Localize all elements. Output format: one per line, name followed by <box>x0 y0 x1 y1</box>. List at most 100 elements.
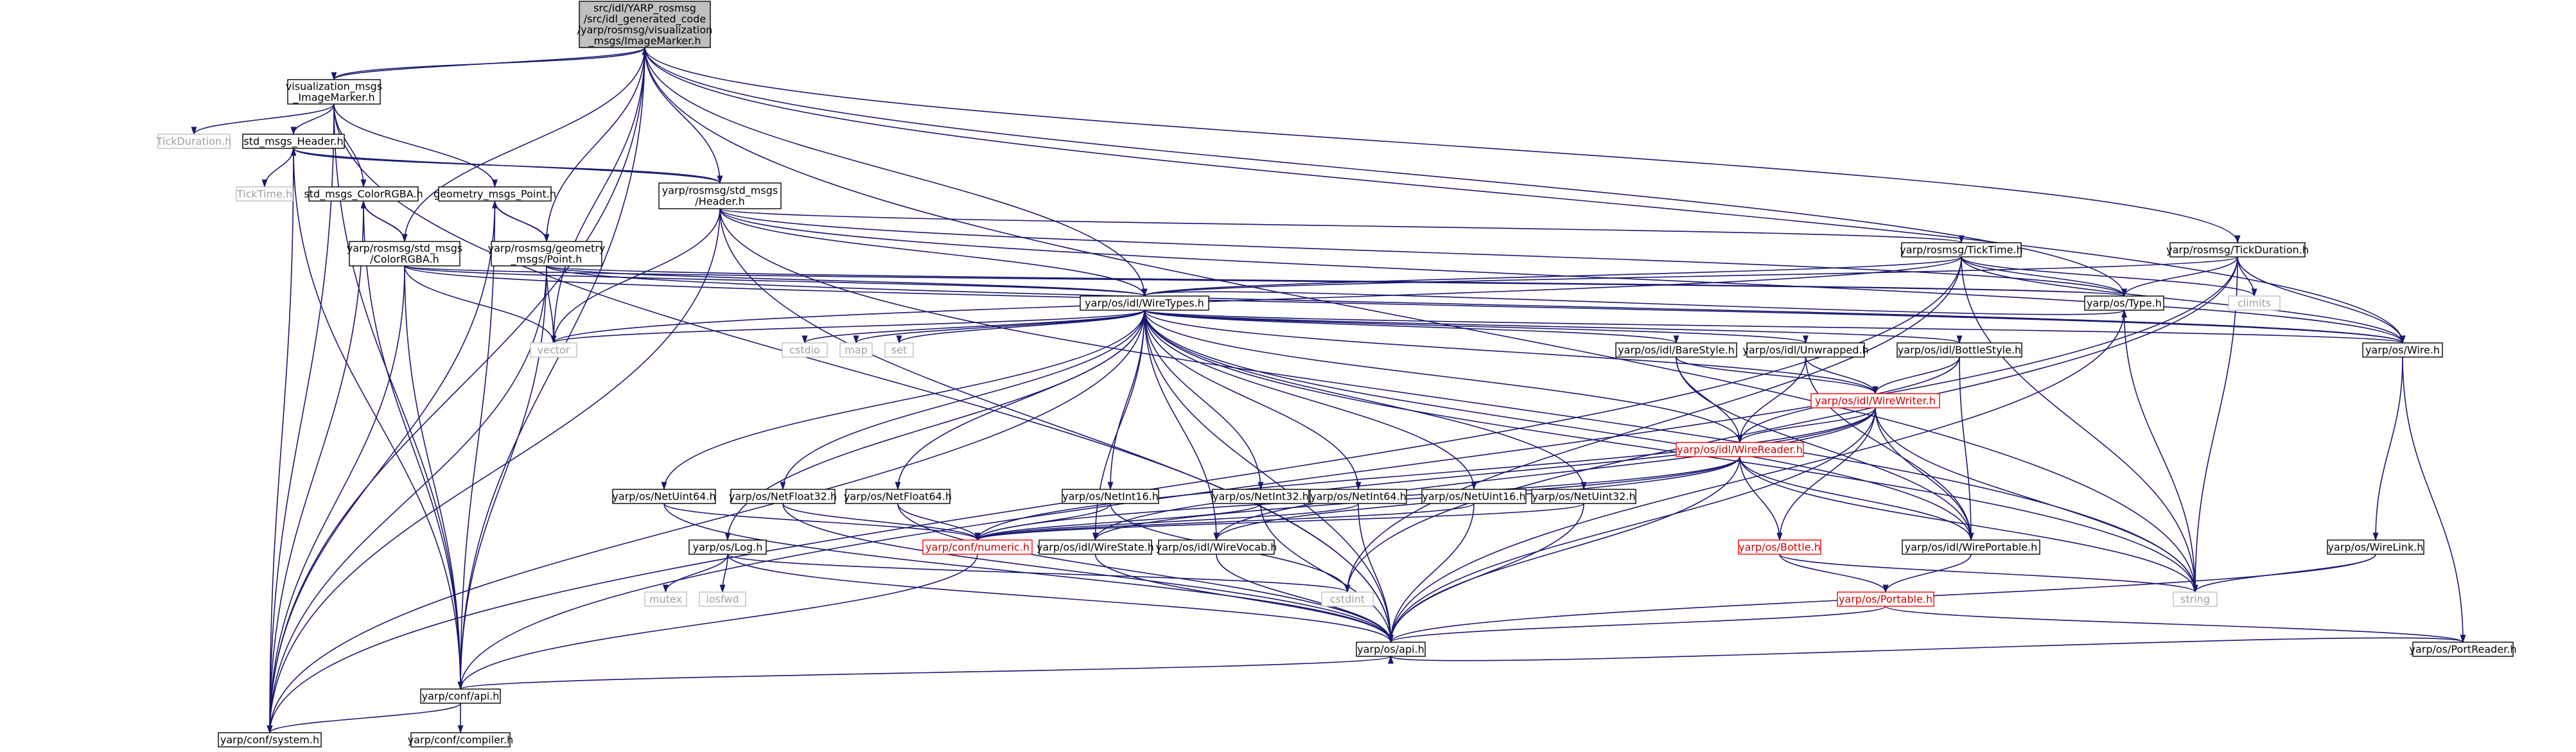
edge-wiretypes-to-set <box>896 310 1145 344</box>
node-conf_api[interactable]: yarp/conf/api.h <box>420 688 501 704</box>
node-label: mutex <box>649 593 682 606</box>
node-box <box>1810 393 1940 408</box>
node-climits: climits <box>2228 295 2281 311</box>
edge-log_h-to-os_api <box>727 554 1394 643</box>
node-iosfwd: iosfwd <box>699 591 746 607</box>
node-netfloat64[interactable]: yarp/os/NetFloat64.h <box>844 489 952 504</box>
edge-netuint16-to-os_api <box>1388 503 1475 643</box>
node-wirewriter[interactable]: yarp/os/idl/WireWriter.h <box>1810 393 1940 408</box>
edge-netuint32-to-numeric <box>974 503 1584 541</box>
node-root[interactable]: src/idl/YARP_rosmsg/src/idl_generated_co… <box>577 1 713 48</box>
edge-wiretypes-to-netfloat32 <box>780 310 1145 491</box>
node-label: yarp/os/NetInt32.h <box>1213 491 1309 503</box>
node-netint64[interactable]: yarp/os/NetInt64.h <box>1310 489 1407 504</box>
node-stdcolor[interactable]: std_msgs_ColorRGBA.h <box>304 186 423 202</box>
node-box <box>579 1 711 48</box>
edge-wireportable-to-portable <box>1882 554 1972 593</box>
node-portreader[interactable]: yarp/os/PortReader.h <box>2409 642 2517 657</box>
node-y_stdhdr[interactable]: yarp/rosmsg/std_msgs/Header.h <box>658 182 782 209</box>
node-label: set <box>891 344 907 356</box>
node-y_geom[interactable]: yarp/rosmsg/geometry_msgs/Point.h <box>488 241 606 267</box>
node-wirevocab[interactable]: yarp/os/idl/WireVocab.h <box>1156 539 1277 555</box>
node-type_h[interactable]: yarp/os/Type.h <box>2084 295 2164 311</box>
edge-layer <box>191 46 2466 734</box>
edge-root-to-y_tickdur <box>644 47 2241 244</box>
edge-y_tickdur-to-wiretypes <box>1142 256 2238 297</box>
edge-wirewriter-to-wireportable <box>1875 407 1974 541</box>
node-label: yarp/conf/numeric.h <box>925 541 1030 554</box>
node-label: yarp/os/idl/WireState.h <box>1037 541 1154 554</box>
node-box <box>218 732 322 748</box>
edge-wirevocab-to-os_api <box>1216 554 1394 643</box>
node-geompoint[interactable]: geometry_msgs_Point.h <box>434 186 556 202</box>
node-barestyle[interactable]: yarp/os/idl/BareStyle.h <box>1615 342 1737 358</box>
node-log_h[interactable]: yarp/os/Log.h <box>688 539 767 555</box>
edge-wiretypes-to-netint64 <box>1144 310 1362 491</box>
edge-wirereader-to-wireportable <box>1739 456 1974 541</box>
node-bottlestyle[interactable]: yarp/os/idl/BottleStyle.h <box>1897 342 2022 358</box>
node-stdhdr[interactable]: std_msgs_Header.h <box>242 134 345 149</box>
node-netfloat32[interactable]: yarp/os/NetFloat32.h <box>729 489 837 504</box>
node-wiretypes[interactable]: yarp/os/idl/WireTypes.h <box>1080 295 1209 311</box>
node-os_api[interactable]: yarp/os/api.h <box>1356 642 1426 657</box>
node-bottle[interactable]: yarp/os/Bottle.h <box>1738 539 1821 555</box>
edge-y_color-to-vector <box>404 265 557 344</box>
edge-netfloat32-to-numeric <box>782 503 981 541</box>
node-wirereader[interactable]: yarp/os/idl/WireReader.h <box>1676 442 1804 457</box>
edge-y_color-to-stdcolor <box>360 200 405 242</box>
edge-stdhdr-to-conf_system <box>267 148 294 734</box>
node-numeric[interactable]: yarp/conf/numeric.h <box>922 539 1033 555</box>
node-box <box>1421 489 1527 504</box>
node-y_color[interactable]: yarp/rosmsg/std_msgs/ColorRGBA.h <box>347 241 462 267</box>
node-vis_img[interactable]: visualization_msgs_ImageMarker.h <box>286 79 382 105</box>
node-netuint64[interactable]: yarp/os/NetUint64.h <box>612 489 716 504</box>
edge-netuint64-to-numeric <box>663 503 981 541</box>
edge-netint64-to-numeric <box>974 503 1359 541</box>
edge-barestyle-to-wirewriter <box>1676 356 1879 395</box>
node-label: _msgs/ImageMarker.h <box>588 35 701 48</box>
edge-netint32-to-numeric <box>974 503 1261 541</box>
node-netuint16[interactable]: yarp/os/NetUint16.h <box>1421 489 1527 504</box>
node-wireportable[interactable]: yarp/os/idl/WirePortable.h <box>1902 539 2040 555</box>
edge-stdcolor-to-conf_system <box>267 200 364 734</box>
node-y_tickdur[interactable]: yarp/rosmsg/TickDuration.h <box>2166 242 2309 258</box>
edge-wiretypes-to-wire_h <box>1144 310 2405 344</box>
node-vector: vector <box>530 342 577 358</box>
edge-netuint16-to-numeric <box>974 503 1475 541</box>
node-netuint32[interactable]: yarp/os/NetUint32.h <box>1531 489 1636 504</box>
node-conf_system[interactable]: yarp/conf/system.h <box>218 732 322 748</box>
node-wire_h[interactable]: yarp/os/Wire.h <box>2362 342 2443 358</box>
node-label: yarp/os/idl/WireWriter.h <box>1815 395 1936 407</box>
node-label: map <box>845 344 868 356</box>
edge-wirewriter-to-numeric <box>974 407 1876 541</box>
node-label: /yarp/rosmsg/visualization <box>577 24 713 36</box>
node-netint16[interactable]: yarp/os/NetInt16.h <box>1062 489 1159 504</box>
node-tickdur: TickDuration.h <box>156 134 231 149</box>
edge-y_tickdur-to-cstdint <box>1344 256 2238 593</box>
edge-vis_img-to-tickdur <box>191 103 335 136</box>
edge-unwrapped-to-wirereader <box>1737 356 1807 444</box>
edge-wire_h-to-portreader <box>2402 356 2466 643</box>
node-y_ticktime[interactable]: yarp/rosmsg/TickTime.h <box>1900 242 2023 258</box>
node-label: climits <box>2238 297 2271 310</box>
node-wirestate[interactable]: yarp/os/idl/WireState.h <box>1037 539 1154 555</box>
node-label: yarp/os/idl/WireReader.h <box>1677 444 1803 456</box>
edge-bottle-to-string <box>1779 554 2198 593</box>
node-cstdio: cstdio <box>782 342 828 358</box>
edge-vis_img-to-conf_system <box>267 103 335 734</box>
node-unwrapped[interactable]: yarp/os/idl/Unwrapped.h <box>1742 342 1869 358</box>
node-conf_compiler[interactable]: yarp/conf/compiler.h <box>408 732 514 748</box>
node-box <box>157 134 231 149</box>
node-netint32[interactable]: yarp/os/NetInt32.h <box>1212 489 1310 504</box>
edge-wiretypes-to-map <box>853 310 1145 344</box>
node-box <box>1062 489 1159 504</box>
edge-y_stdhdr-to-stdhdr <box>290 147 721 184</box>
node-box <box>1676 442 1804 457</box>
edge-wiretypes-to-unwrapped <box>1144 310 1809 344</box>
edge-vis_img-to-root <box>333 46 648 80</box>
node-label: yarp/rosmsg/std_msgs <box>347 242 462 255</box>
node-wirelink[interactable]: yarp/os/WireLink.h <box>2327 539 2424 555</box>
edge-root-to-y_geom <box>543 47 645 243</box>
node-portable[interactable]: yarp/os/Portable.h <box>1837 591 1934 607</box>
node-box <box>438 186 552 202</box>
